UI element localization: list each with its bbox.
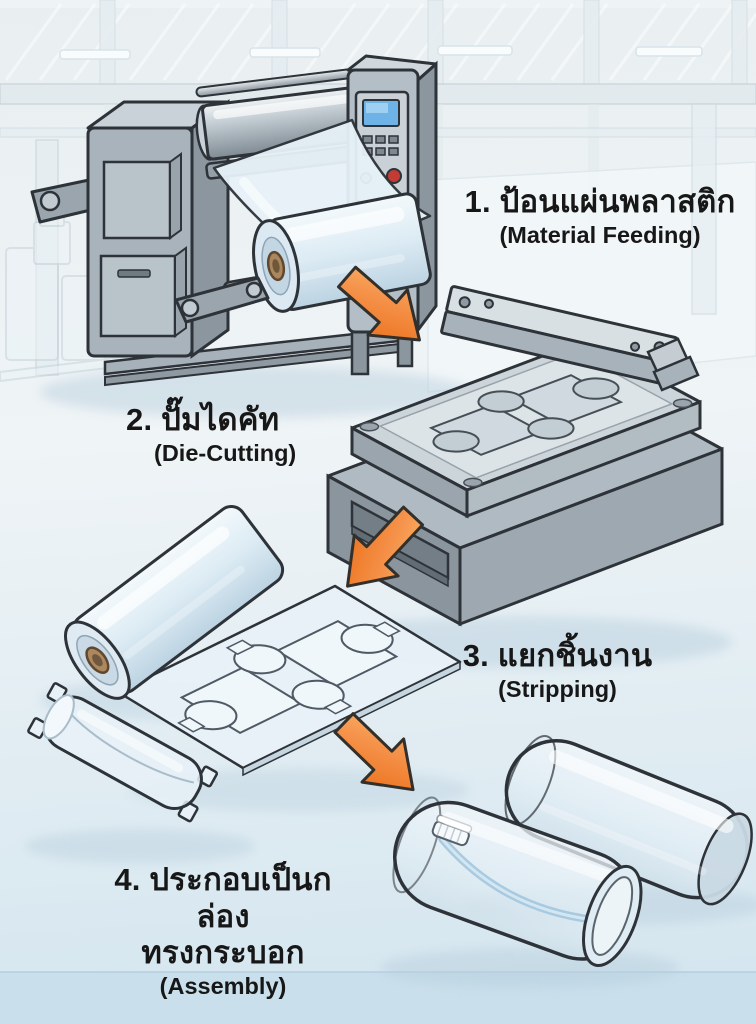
flow-arrow-1-icon <box>336 265 421 342</box>
step-2-thai-text: 2. ปั๊มไดคัท <box>126 402 280 437</box>
step-2-label: 2. ปั๊มไดคัท (Die-Cutting) <box>126 402 366 467</box>
step-1-label: 1. ป้อนแผ่นพลาสติก (Material Feeding) <box>455 184 745 249</box>
right-column <box>691 103 717 315</box>
flow-arrow-2-icon <box>346 505 425 588</box>
flow-arrows <box>333 265 425 792</box>
empty-cylinder-tube <box>504 735 753 906</box>
step-4-label: 4. ประกอบเป็นกล่อง ทรงกระบอก (Assembly) <box>88 862 358 1000</box>
film-roll <box>64 504 285 700</box>
step-3-thai-text: 3. แยกชิ้นงาน <box>462 638 653 673</box>
step-4-thai-text-line2: ทรงกระบอก <box>141 935 305 971</box>
step-4-english-text: (Assembly) <box>159 972 287 999</box>
step-1-english-text: (Material Feeding) <box>499 221 701 248</box>
stripping-station <box>25 504 470 863</box>
die-cut-pattern <box>357 342 696 488</box>
step-4-thai-text-line1: 4. ประกอบเป็นกล่อง <box>114 862 332 934</box>
step-1-thai-text: 1. ป้อนแผ่นพลาสติก <box>464 184 736 219</box>
cut-pattern <box>132 594 446 761</box>
cylinder-tube-with-toothbrush <box>392 796 643 968</box>
die-cut-sheet <box>116 584 462 777</box>
roll-support-arm <box>174 276 270 324</box>
step-2-english-text: (Die-Cutting) <box>154 439 297 466</box>
ceiling-lights <box>59 45 703 60</box>
assembled-tubes <box>380 735 756 988</box>
half-formed-tube <box>27 682 219 823</box>
machine-leg <box>350 328 370 376</box>
step-3-english-text: (Stripping) <box>498 675 617 702</box>
toothbrush-icon <box>431 814 598 924</box>
die-plate <box>350 338 702 519</box>
flow-arrow-3-icon <box>333 712 415 792</box>
plastic-film-roll <box>252 192 432 313</box>
red-stop-button-icon <box>386 168 402 184</box>
step-3-label: 3. แยกชิ้นงาน (Stripping) <box>445 638 670 703</box>
die-cutting-press <box>312 285 732 668</box>
ceiling-hatch-lines <box>4 3 756 81</box>
